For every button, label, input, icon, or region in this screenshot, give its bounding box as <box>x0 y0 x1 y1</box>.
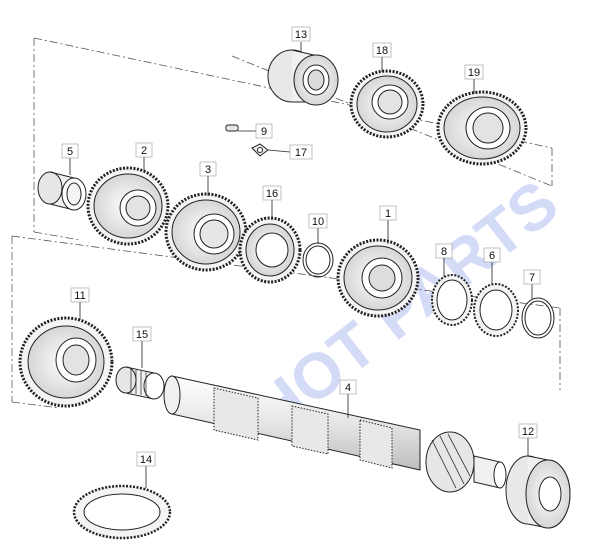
part-4-main-shaft <box>163 375 507 493</box>
callout-label: 10 <box>312 216 324 228</box>
callout-label: 12 <box>522 426 534 438</box>
callout-16: 16 <box>262 185 282 220</box>
callout-19: 19 <box>464 64 484 94</box>
callout-label: 4 <box>345 382 351 394</box>
callout-15: 15 <box>132 326 152 368</box>
callout-14: 14 <box>136 451 156 488</box>
part-19-gear <box>436 90 528 166</box>
callout-label: 6 <box>489 250 495 262</box>
callout-3: 3 <box>199 161 217 196</box>
part-5-sleeve <box>37 171 87 211</box>
callout-label: 13 <box>295 29 307 41</box>
part-12-bearing <box>505 455 571 529</box>
callout-label: 18 <box>376 45 388 57</box>
callout-label: 11 <box>74 290 85 302</box>
callout-5: 5 <box>61 143 79 175</box>
part-13-bearing <box>267 49 339 106</box>
callout-label: 17 <box>295 147 307 159</box>
part-17-clip <box>251 143 269 157</box>
callout-label: 16 <box>266 188 278 200</box>
callout-10: 10 <box>308 213 328 244</box>
callout-label: 19 <box>468 67 480 79</box>
part-11-gear <box>18 316 114 408</box>
callout-8: 8 <box>435 243 453 277</box>
callout-9: 9 <box>238 123 273 139</box>
callout-7: 7 <box>523 269 541 299</box>
callout-label: 9 <box>261 126 267 138</box>
callout-label: 5 <box>67 146 73 158</box>
callout-17: 17 <box>267 144 313 160</box>
callout-label: 7 <box>529 272 535 284</box>
part-6-cone <box>473 283 519 337</box>
callout-11: 11 <box>70 287 90 320</box>
callout-2: 2 <box>135 142 153 172</box>
callout-label: 3 <box>205 164 211 176</box>
part-7-snap-ring <box>521 297 555 339</box>
part-2-gear <box>86 166 170 246</box>
callout-label: 1 <box>385 208 391 220</box>
callout-13: 13 <box>291 26 311 52</box>
part-16-synchro-ring <box>238 216 302 284</box>
part-15-needle-bearing <box>115 366 165 400</box>
part-18-gear <box>349 69 425 139</box>
part-9-pin <box>225 124 239 132</box>
callout-label: 8 <box>441 246 447 258</box>
callout-12: 12 <box>518 423 538 456</box>
callout-label: 15 <box>136 329 148 341</box>
callout-6: 6 <box>483 247 501 285</box>
part-8-synchro-ring <box>431 274 473 326</box>
part-1-synchronizer <box>336 238 420 318</box>
callout-label: 14 <box>140 454 152 466</box>
callout-18: 18 <box>372 42 392 72</box>
callout-4: 4 <box>339 379 357 418</box>
part-3-gear <box>164 192 248 272</box>
part-14-synchro-ring <box>72 484 172 540</box>
callout-label: 2 <box>141 145 147 157</box>
part-10-snap-ring <box>302 242 334 278</box>
callout-1: 1 <box>379 205 397 244</box>
